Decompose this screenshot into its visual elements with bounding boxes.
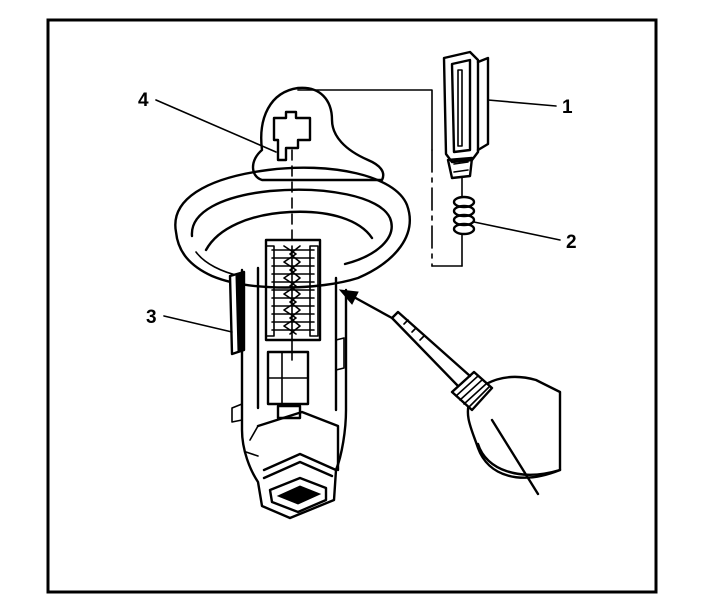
spring-icon [452,177,476,267]
callout-4-label: 4 [138,90,149,111]
retainer-clip-icon [228,270,246,356]
callout-1: 1 [487,97,573,118]
key-icon [442,50,490,180]
callout-1-label: 1 [562,97,573,118]
callout-2: 2 [473,221,577,253]
callout-4: 4 [138,90,277,153]
callout-3: 3 [146,307,233,333]
diagram-frame [46,18,658,594]
lubricant-tube-icon [390,310,562,496]
lubrication-point-arrow [338,289,394,320]
callout-2-label: 2 [566,232,577,253]
assembly-leader-lines [297,89,463,267]
callout-3-label: 3 [146,307,157,328]
